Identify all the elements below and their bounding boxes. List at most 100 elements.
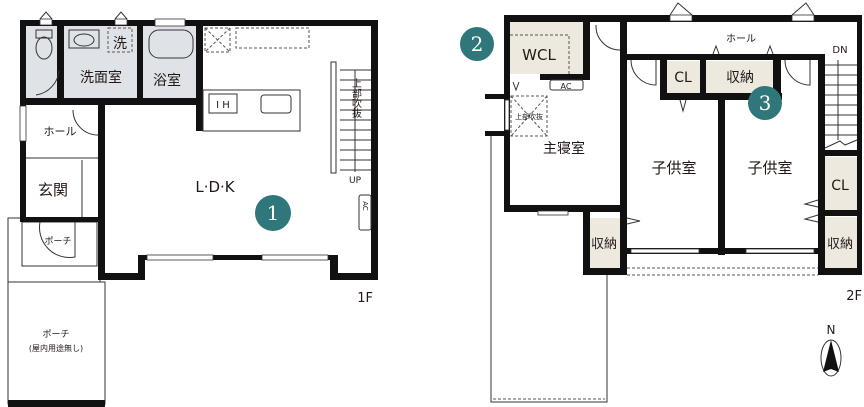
wall <box>98 273 145 280</box>
void-cross <box>510 95 548 137</box>
door-swing <box>72 109 99 136</box>
void-area <box>510 95 548 137</box>
washing-machine-label: 洗 <box>113 36 127 52</box>
wall <box>718 100 725 255</box>
wall <box>825 150 857 156</box>
wall <box>145 255 330 260</box>
room-label-child-room-1: 子供室 <box>651 159 696 177</box>
bathtub-icon <box>148 29 194 59</box>
wall <box>773 54 781 100</box>
storage-area-left <box>589 218 620 269</box>
badge-3: 3 <box>748 86 782 120</box>
wall <box>485 94 505 99</box>
ac-unit <box>549 79 584 91</box>
stairs-down-label: DN <box>832 45 847 56</box>
kitchen-sink-icon <box>260 94 292 114</box>
svg-text:2: 2 <box>471 32 484 56</box>
floor-2-plan: WCL AC 上部吹抜 主寝室 ホール DN CL 収納 子供室 子供室 CL … <box>460 2 862 403</box>
window <box>114 18 128 26</box>
wcl-area <box>510 22 583 74</box>
badge-2: 2 <box>460 27 494 61</box>
wcl-hanger <box>510 34 570 74</box>
fridge-space <box>204 27 231 53</box>
window <box>154 18 186 27</box>
floor-1-plan: 洗 洗面室 浴室 ホール 玄関 ポーチ ポーチ (屋内用途無し) L·D·K I… <box>7 11 378 407</box>
ac-unit <box>358 194 372 231</box>
window <box>537 210 569 216</box>
room-label-wcl: WCL <box>522 46 556 64</box>
room-label-entrance: 玄関 <box>38 181 68 199</box>
compass-label: N <box>827 323 836 337</box>
room-label-storage-right: 収納 <box>827 237 853 252</box>
wall <box>485 131 505 136</box>
wall <box>137 26 143 98</box>
window <box>630 248 700 254</box>
room-label-cl: CL <box>674 70 692 86</box>
window <box>669 14 693 22</box>
washroom-area <box>64 26 137 98</box>
void-label: 上部吹抜 <box>515 112 543 121</box>
porch-edge <box>8 400 105 407</box>
door-swing <box>784 59 811 86</box>
floor-label-2f: 2F <box>846 289 862 304</box>
floor-label-1f: 1F <box>357 291 373 306</box>
window-swing <box>669 2 815 16</box>
wall <box>660 93 782 100</box>
wall <box>20 217 105 222</box>
room-label-washroom: 洗面室 <box>80 69 122 86</box>
door-swing <box>630 59 657 86</box>
room-label-porch: ポーチ <box>44 236 71 247</box>
void-label: 上部吹抜 <box>350 78 362 119</box>
north-arrow-icon: N <box>820 323 842 377</box>
ac-label: AC <box>361 201 369 211</box>
wall <box>371 20 378 280</box>
window <box>261 254 329 261</box>
ih-label: I H <box>216 100 230 111</box>
window-swing <box>39 11 128 20</box>
porch-large-outline <box>7 281 106 405</box>
window <box>745 248 815 254</box>
room-label-bathroom: 浴室 <box>153 72 181 89</box>
door-swing <box>595 24 621 51</box>
window <box>504 99 510 131</box>
window <box>19 105 27 142</box>
sink-bowl <box>73 33 95 47</box>
room-label-child-room-2: 子供室 <box>747 159 792 177</box>
wall <box>825 210 857 216</box>
washing-machine-space <box>107 27 133 53</box>
stair-rail <box>330 61 337 174</box>
wall <box>57 26 64 98</box>
stairs-down <box>824 60 858 149</box>
ac-label: AC <box>561 82 572 91</box>
toilet-icon <box>35 36 53 60</box>
wall <box>330 255 338 280</box>
wall <box>818 268 862 275</box>
room-label-porch-large: ポーチ <box>42 329 69 340</box>
wall <box>20 98 203 105</box>
room-label-storage-left: 収納 <box>591 237 617 252</box>
bathroom-area <box>143 26 196 98</box>
wall <box>620 22 627 275</box>
wall <box>138 255 145 280</box>
window <box>39 18 53 26</box>
wall <box>20 20 378 26</box>
porch-note: (屋内用途無し) <box>29 343 83 353</box>
cl-area-right <box>825 157 857 210</box>
wall <box>196 26 203 131</box>
room-label-cl-right: CL <box>831 178 849 194</box>
fridge-cross <box>204 27 231 53</box>
wall <box>620 248 825 254</box>
storage-area-right <box>825 217 857 268</box>
stairs-up-label: UP <box>349 176 362 186</box>
wall <box>583 22 590 80</box>
wall <box>583 268 627 275</box>
cl-area <box>667 61 700 95</box>
svg-text:3: 3 <box>759 91 772 115</box>
wall <box>583 212 590 275</box>
wall <box>818 54 825 275</box>
room-label-ldk: L·D·K <box>195 178 235 196</box>
wall <box>700 54 706 100</box>
stairs-up <box>340 69 371 172</box>
wall <box>330 273 378 280</box>
